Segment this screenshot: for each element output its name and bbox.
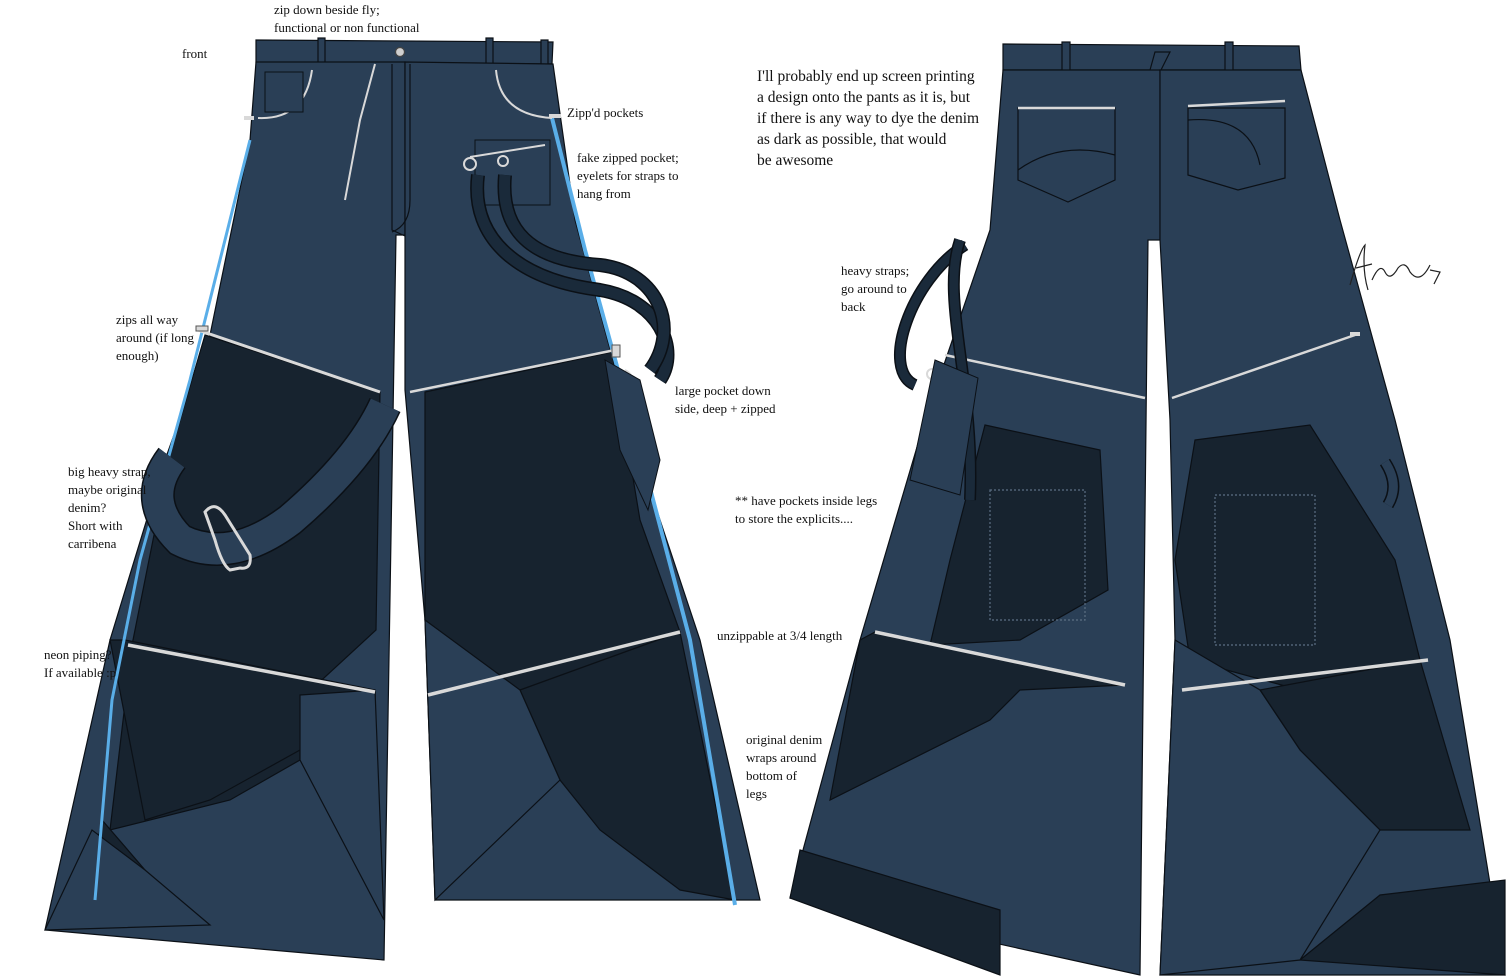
- jeans-front-drawing: [44, 37, 761, 961]
- front-hardware: [93, 63, 737, 906]
- large-side-pocket: [604, 359, 661, 512]
- zip-around-right: [409, 348, 616, 394]
- note-zips-around: zips all way around (if long enough): [116, 312, 194, 363]
- note-large-pocket: large pocket down side, deep + zipped: [675, 383, 776, 416]
- note-fake-pocket: fake zipped pocket; eyelets for straps t…: [577, 150, 679, 201]
- note-heavy-straps-back: heavy straps; go around to back: [841, 263, 910, 314]
- zip-three-quarter-right: [427, 630, 681, 697]
- note-screen-print: I'll probably end up screen printing a d…: [757, 68, 980, 169]
- note-heavy-strap: big heavy strap, maybe original denim? S…: [68, 464, 151, 551]
- note-pockets-inside: ** have pockets inside legs to store the…: [735, 493, 878, 526]
- note-original-denim: original denim wraps around bottom of le…: [746, 732, 823, 801]
- carabiner: [203, 505, 252, 572]
- zip-around-left: [197, 328, 381, 394]
- note-zip-fly: zip down beside fly; functional or non f…: [274, 2, 420, 35]
- back-hardware: [874, 99, 1429, 692]
- neon-piping-left: [93, 139, 252, 901]
- note-unzippable: unzippable at 3/4 length: [717, 628, 843, 643]
- note-neon-piping: neon piping? If available :p: [44, 647, 117, 680]
- jeans-back-drawing: [789, 41, 1506, 976]
- artist-signature: [1349, 243, 1441, 291]
- fly-side-zip: [344, 63, 376, 201]
- zip-three-quarter-left: [127, 643, 376, 694]
- note-zipd-pockets: Zipp'd pockets: [567, 105, 644, 120]
- label-front: front: [182, 46, 208, 61]
